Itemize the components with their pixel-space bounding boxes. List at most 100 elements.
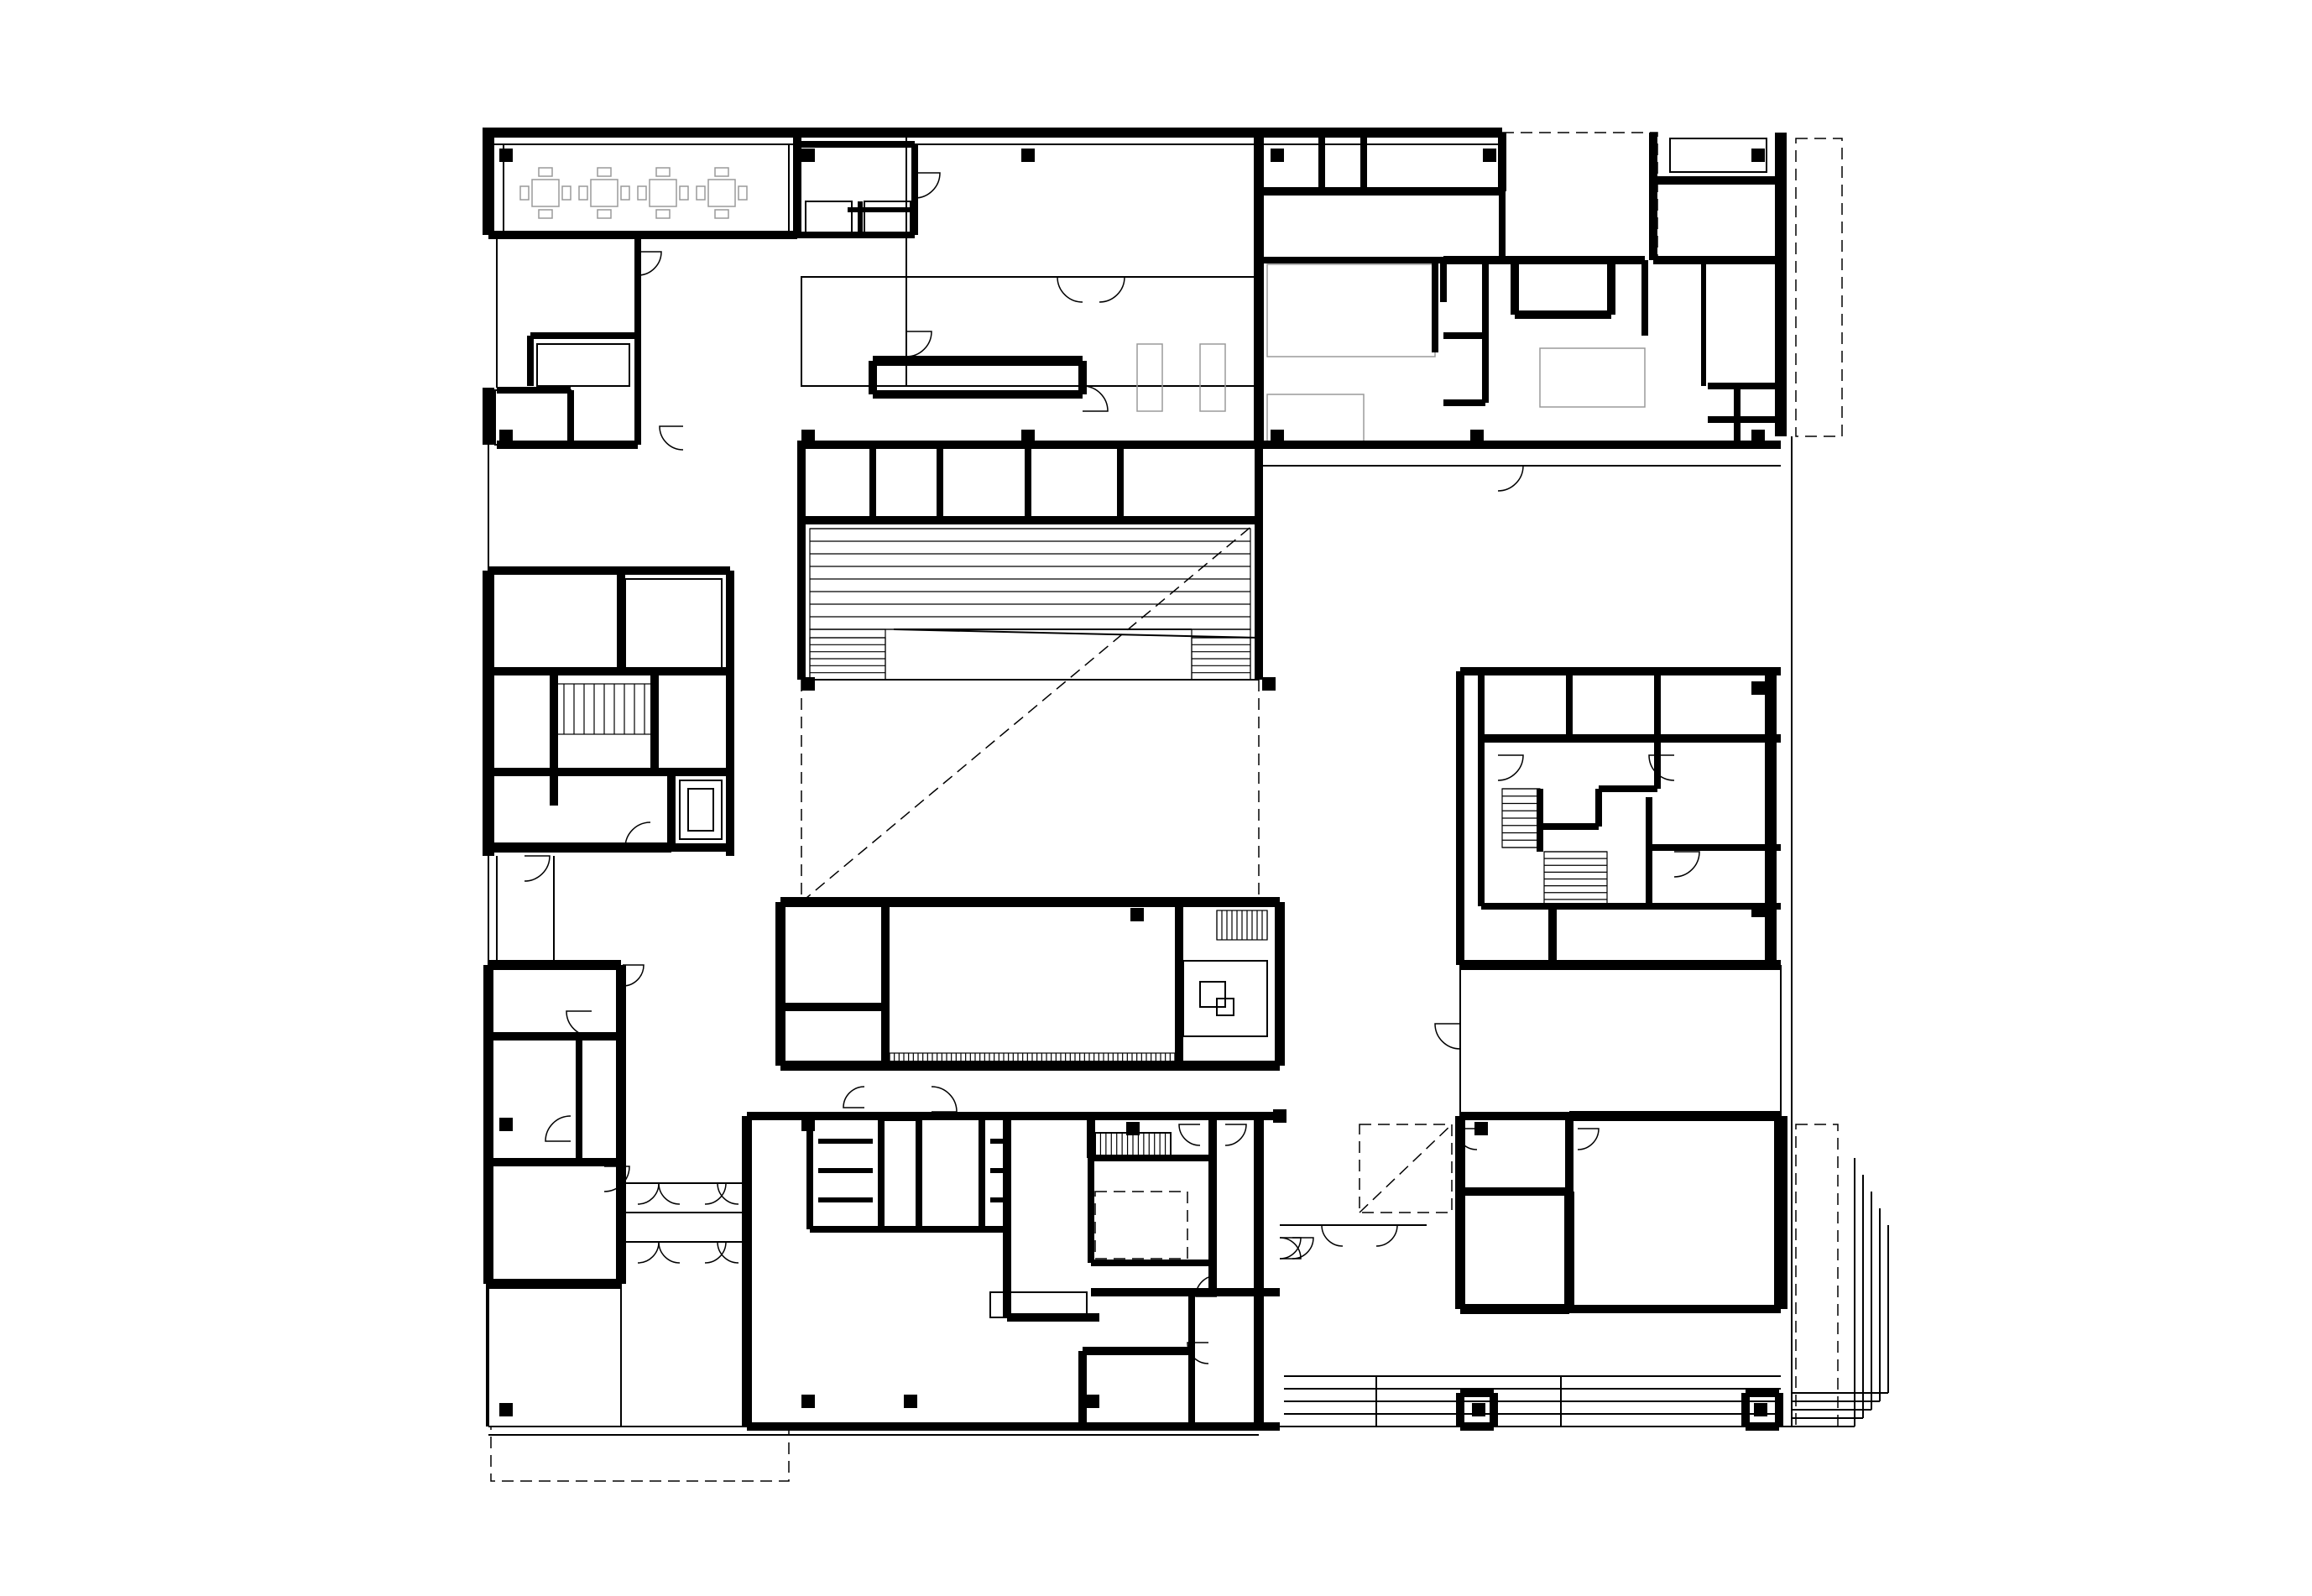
wall — [1565, 1116, 1574, 1192]
chair — [655, 209, 671, 219]
table — [531, 179, 560, 207]
wall — [1460, 1112, 1569, 1120]
door-swing — [1577, 1128, 1600, 1150]
wall — [1455, 1116, 1465, 1309]
chair — [597, 167, 612, 177]
wall — [483, 571, 494, 856]
door-swing — [1178, 1124, 1201, 1146]
wall — [1708, 416, 1781, 423]
chair — [538, 209, 553, 219]
walls — [483, 128, 1787, 1431]
door-swing — [717, 1182, 739, 1205]
wall — [1255, 191, 1262, 260]
wall — [1007, 1313, 1099, 1322]
door-swing — [524, 855, 551, 882]
wall — [1460, 1389, 1494, 1397]
wall — [1460, 1304, 1569, 1314]
column — [1271, 149, 1284, 162]
chair — [561, 185, 571, 201]
room-outline — [536, 343, 630, 387]
chair — [714, 209, 729, 219]
dashed-outline — [1359, 1124, 1453, 1213]
dashed-outline — [1501, 132, 1658, 259]
wall — [1564, 1192, 1574, 1309]
door-swing — [1279, 1237, 1302, 1260]
column — [1472, 1403, 1485, 1416]
room-outline — [1216, 998, 1234, 1016]
wall — [483, 965, 493, 1284]
wall — [1599, 785, 1657, 792]
wall — [979, 1116, 985, 1229]
door-swing — [637, 1241, 660, 1264]
wall — [1701, 260, 1706, 386]
stair-outline — [1216, 910, 1268, 941]
chair — [738, 185, 748, 201]
columns — [499, 149, 1767, 1416]
wall — [1478, 671, 1485, 738]
wall — [822, 128, 1259, 138]
door-swing — [1224, 1124, 1247, 1146]
wall — [1515, 310, 1611, 319]
wall — [1025, 445, 1031, 520]
door-swing — [704, 1241, 727, 1264]
wall — [488, 667, 730, 675]
wall — [1746, 1389, 1779, 1397]
chair — [679, 185, 689, 201]
wall — [497, 441, 638, 449]
wall — [488, 1279, 621, 1289]
wall — [550, 671, 558, 806]
column — [1751, 681, 1765, 695]
wall — [1775, 1393, 1783, 1426]
wall — [1091, 1288, 1280, 1296]
wall — [1511, 260, 1519, 315]
wall — [1653, 176, 1781, 185]
wall — [1460, 960, 1781, 970]
wall — [858, 201, 863, 235]
wall — [878, 1116, 885, 1229]
wall — [488, 842, 671, 853]
chair — [538, 167, 553, 177]
dashed-outline — [1094, 1191, 1188, 1260]
wall — [1259, 257, 1443, 263]
wall — [1460, 1422, 1494, 1431]
door-swing — [1497, 465, 1524, 492]
wall — [1078, 361, 1087, 394]
stair-outline — [1191, 637, 1251, 681]
wall — [1537, 789, 1543, 852]
wall — [576, 1036, 582, 1158]
wall — [1456, 671, 1464, 965]
column — [1751, 904, 1765, 917]
wall — [1275, 902, 1285, 1066]
wall — [916, 1116, 922, 1229]
dashed-outline — [1795, 1124, 1839, 1427]
wall — [881, 902, 890, 1066]
door-swing — [659, 425, 684, 451]
door-swing — [637, 251, 662, 276]
wall — [1653, 256, 1781, 264]
wall — [797, 445, 806, 520]
wall — [1117, 445, 1124, 520]
wall — [1003, 1116, 1011, 1317]
wall — [1646, 797, 1652, 906]
wall — [1649, 133, 1657, 180]
wall — [1777, 180, 1785, 260]
door-swing — [1057, 276, 1083, 303]
wall — [1595, 789, 1602, 827]
door-swing — [1082, 385, 1109, 412]
stair-outline — [809, 528, 1251, 630]
column — [1751, 149, 1765, 162]
chair — [519, 185, 530, 201]
column — [1086, 1395, 1099, 1408]
column — [499, 149, 513, 162]
wall — [1255, 445, 1263, 520]
room-outline — [679, 780, 723, 840]
wall — [1641, 260, 1648, 336]
door-swing — [637, 1182, 660, 1205]
wall — [818, 1168, 873, 1173]
wall — [742, 1116, 752, 1426]
dashed-diagonal — [801, 519, 1260, 903]
door-swing — [622, 964, 645, 987]
wall — [527, 336, 534, 386]
door-swing — [1292, 1237, 1314, 1260]
wall — [650, 671, 659, 772]
